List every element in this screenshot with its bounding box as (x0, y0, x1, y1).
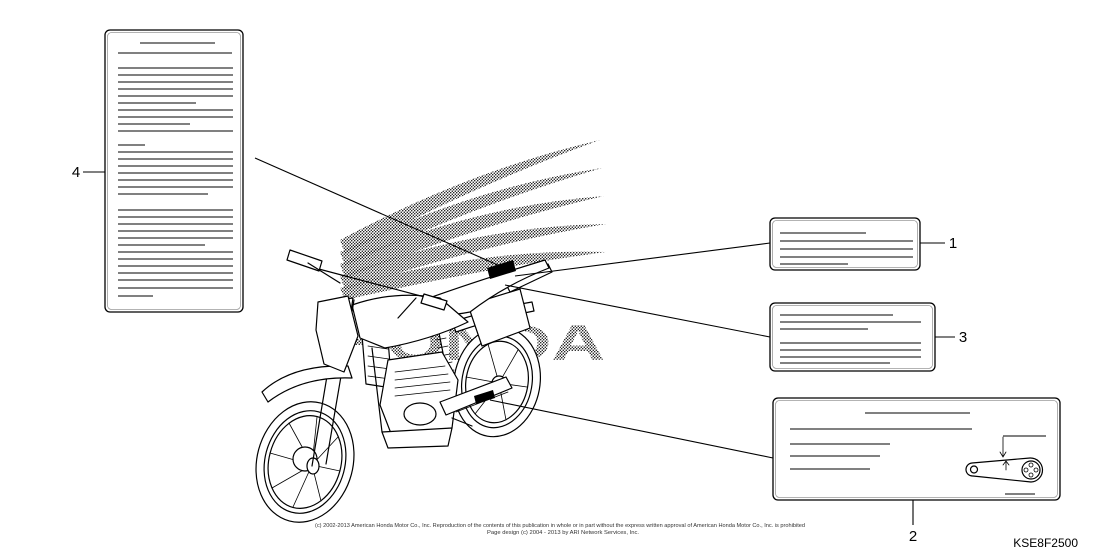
callout-1-number[interactable]: 1 (949, 235, 957, 252)
chain-label-patch (474, 390, 495, 404)
front-spokes (269, 416, 341, 508)
label-1-inner-border (772, 220, 918, 268)
leader-label-1 (514, 242, 771, 277)
label-1-outline (769, 217, 921, 271)
skid-plate (381, 427, 453, 449)
rear-sprocket (1021, 460, 1041, 480)
radiator-fins (367, 345, 391, 380)
label-3-text (780, 314, 921, 364)
callout-2-number[interactable]: 2 (909, 528, 917, 545)
rear-rim (465, 340, 529, 424)
leader-label-4 (254, 157, 501, 267)
leader-label-2 (489, 399, 774, 459)
frame-downtube (371, 347, 383, 433)
right-grip (420, 293, 448, 311)
seat-label-patch-hatch (491, 264, 513, 276)
label-3-inner-border (772, 305, 933, 369)
figure-code: KSE8F2500 (1013, 536, 1078, 550)
label-2-inner-border (775, 400, 1058, 498)
callout-2[interactable]: 2 (909, 500, 917, 545)
motorcycle (255, 249, 553, 523)
label-4-inner-border (107, 32, 241, 310)
label-1 (769, 217, 921, 271)
callout-4-number[interactable]: 4 (72, 164, 80, 181)
copyright-line-2: Page design (c) 2004 - 2013 by ARI Netwo… (487, 530, 639, 536)
front-number-plate (315, 295, 359, 373)
copyright-notice: (c) 2002-2013 American Honda Motor Co., … (315, 523, 805, 536)
sprocket-hole (1028, 472, 1034, 478)
engine (379, 351, 459, 437)
wing-feather (340, 251, 606, 300)
label-4-outline (104, 29, 244, 313)
label-4 (104, 29, 244, 313)
label-3 (769, 302, 936, 372)
chain-slack-illustration (965, 436, 1044, 483)
callout-1[interactable]: 1 (920, 235, 957, 252)
sprocket-hole (1023, 467, 1029, 473)
label-4-text (118, 42, 233, 297)
label-1-text (780, 232, 913, 265)
label-2-outline (772, 397, 1061, 501)
shock-spring (435, 337, 455, 373)
label-2 (772, 397, 1061, 501)
engine-fins (394, 365, 451, 397)
front-tire-inner (263, 410, 347, 514)
front-fender (261, 365, 353, 403)
label-2-text (790, 412, 1046, 495)
brake-lever (307, 262, 341, 284)
clutch-lever (397, 297, 417, 319)
callout-3-number[interactable]: 3 (959, 329, 967, 346)
callout-4[interactable]: 4 (72, 164, 105, 181)
footpeg (451, 417, 473, 427)
clutch-cover (403, 402, 437, 426)
leader-lines (254, 157, 774, 459)
drive-sprocket (969, 465, 979, 474)
sprocket-hole (1028, 462, 1034, 468)
copyright-line-1: (c) 2002-2013 American Honda Motor Co., … (315, 523, 805, 529)
callout-3[interactable]: 3 (935, 329, 967, 346)
leader-label-3 (504, 284, 771, 338)
sprocket-hole (1033, 467, 1039, 473)
front-wheel (255, 401, 355, 523)
label-3-outline (769, 302, 936, 372)
chain-loop (965, 457, 1044, 483)
slack-arrow-down (999, 436, 1007, 458)
side-panel (467, 288, 531, 347)
slack-arrow-up (1002, 460, 1010, 471)
